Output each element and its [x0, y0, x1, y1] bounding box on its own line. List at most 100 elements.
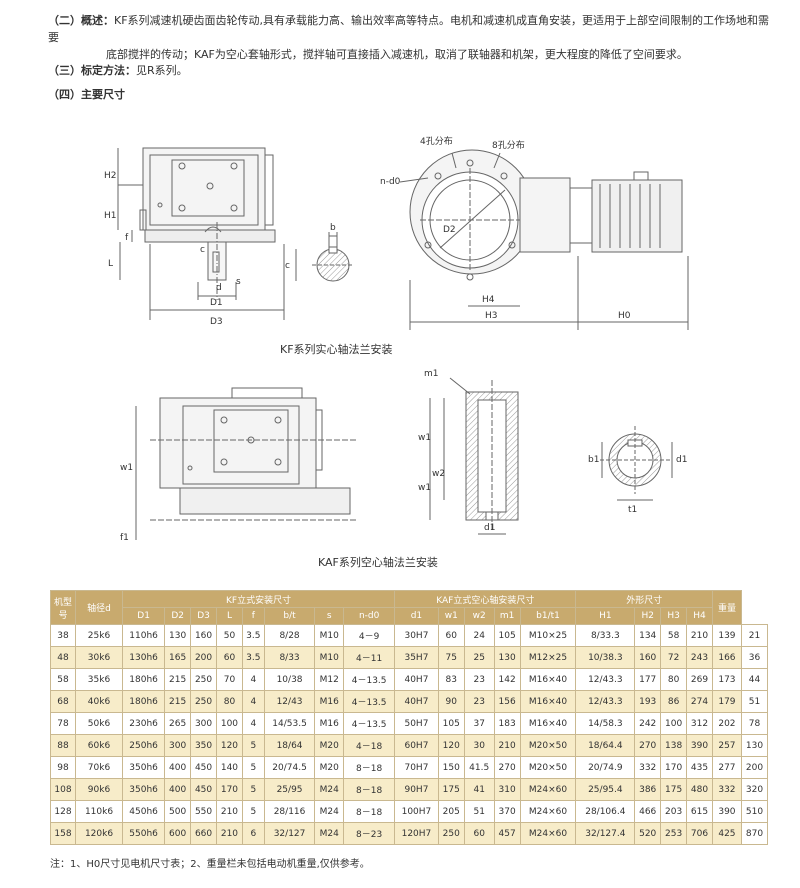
table-cell: 4－13.5: [343, 668, 396, 691]
table-cell: 400: [164, 756, 192, 779]
table-cell: 350h6: [121, 756, 166, 779]
section-number: （三）: [48, 64, 81, 77]
table-cell: 30: [463, 734, 495, 757]
bore-section: [600, 426, 673, 501]
label-c: c: [200, 245, 205, 255]
table-cell: 180h6: [121, 690, 166, 713]
table-cell: M20: [314, 734, 345, 757]
table-cell: 88: [50, 734, 76, 757]
table-cell: 390: [686, 734, 713, 757]
table-cell: 90H7: [394, 778, 439, 801]
table-cell: 83: [437, 668, 465, 691]
table-cell: 138: [660, 734, 688, 757]
table-cell: 370: [493, 800, 521, 823]
table-cell: 4: [241, 668, 265, 691]
table-cell: 32/127: [263, 822, 316, 845]
table-cell: 210: [493, 734, 521, 757]
section-calibration: （三）标定方法：见R系列。: [48, 62, 188, 79]
table-cell: 274: [686, 690, 713, 713]
table-cell: 250: [190, 690, 217, 713]
col-kf-n-d0: n-d0: [343, 607, 396, 625]
table-cell: 170: [660, 756, 688, 779]
table-cell: 25k6: [75, 624, 123, 647]
table-cell: 706: [686, 822, 713, 845]
kf-top-view: [399, 149, 689, 330]
table-cell: 180h6: [121, 668, 166, 691]
calibration-text: 见R系列。: [136, 64, 188, 77]
table-cell: 156: [493, 690, 521, 713]
table-cell: 450h6: [121, 800, 166, 823]
table-cell: 250: [437, 822, 465, 845]
table-cell: 51: [463, 800, 495, 823]
table-cell: 110h6: [121, 624, 166, 647]
col-kaf-w2: w2: [463, 607, 495, 625]
col-outline-h4: H4: [686, 607, 713, 625]
table-cell: 50k6: [75, 712, 123, 735]
table-cell: 21: [740, 624, 769, 647]
table-cell: 24: [463, 624, 495, 647]
table-cell: 78: [50, 712, 76, 735]
table-cell: 215: [164, 690, 192, 713]
table-cell: 210: [216, 800, 243, 823]
table-cell: 98: [50, 756, 76, 779]
label-w2: w2: [432, 469, 445, 479]
table-cell: 20/74.5: [263, 756, 316, 779]
col-kf-d3: D3: [190, 607, 217, 625]
col-model: 机型号: [50, 590, 76, 625]
label-d: d: [216, 283, 222, 293]
col-kaf-b1-t1: b1/t1: [519, 607, 577, 625]
table-cell: 450: [190, 756, 217, 779]
table-cell: 35H7: [394, 646, 439, 669]
table-cell: 142: [493, 668, 521, 691]
table-cell: 4: [241, 712, 265, 735]
table-cell: 50H7: [394, 712, 439, 735]
table-cell: 60k6: [75, 734, 123, 757]
table-cell: 105: [437, 712, 465, 735]
col-kf-l: L: [216, 607, 243, 625]
table-cell: 100: [660, 712, 688, 735]
table-cell: 350: [190, 734, 217, 757]
table-cell: 8－18: [343, 778, 396, 801]
table-cell: 41: [463, 778, 495, 801]
hollow-shaft-section: [429, 377, 519, 535]
table-cell: 210: [686, 624, 713, 647]
table-cell: M24: [314, 822, 345, 845]
table-cell: 332: [634, 756, 662, 779]
table-cell: 200: [740, 756, 769, 779]
table-cell: 105: [493, 624, 521, 647]
label-d1c: d1: [676, 455, 687, 465]
table-cell: 165: [164, 646, 192, 669]
table-cell: 550h6: [121, 822, 166, 845]
table-cell: M12: [314, 668, 345, 691]
table-cell: 10/38.3: [575, 646, 636, 669]
table-cell: 23: [463, 668, 495, 691]
table-cell: 4－13.5: [343, 712, 396, 735]
overview-line-1: KF系列减速机硬齿面齿轮传动,具有承载能力高、输出效率高等特点。电机和减速机成直…: [48, 14, 770, 44]
table-cell: 277: [711, 756, 742, 779]
footnote: 注：1、H0尺寸见电机尺寸表；2、重量栏未包括电动机重量,仅供参考。: [50, 859, 370, 870]
table-cell: 3.5: [241, 646, 265, 669]
table-cell: 40H7: [394, 690, 439, 713]
table-cell: 130h6: [121, 646, 166, 669]
table-cell: 134: [634, 624, 662, 647]
table-cell: 70k6: [75, 756, 123, 779]
col-weight: 重量: [711, 590, 742, 625]
section-title: 主要尺寸: [81, 88, 125, 101]
table-cell: 18/64: [263, 734, 316, 757]
table-cell: 8－18: [343, 756, 396, 779]
table-cell: 30H7: [394, 624, 439, 647]
table-cell: 183: [493, 712, 521, 735]
table-cell: 205: [437, 800, 465, 823]
table-cell: 8－18: [343, 800, 396, 823]
table-cell: 78: [740, 712, 769, 735]
table-cell: 139: [711, 624, 742, 647]
table-cell: 312: [686, 712, 713, 735]
table-cell: 870: [740, 822, 769, 845]
table-cell: 90: [437, 690, 465, 713]
col-kaf-w1: w1: [437, 607, 465, 625]
table-cell: 160: [190, 624, 217, 647]
table-cell: 70H7: [394, 756, 439, 779]
